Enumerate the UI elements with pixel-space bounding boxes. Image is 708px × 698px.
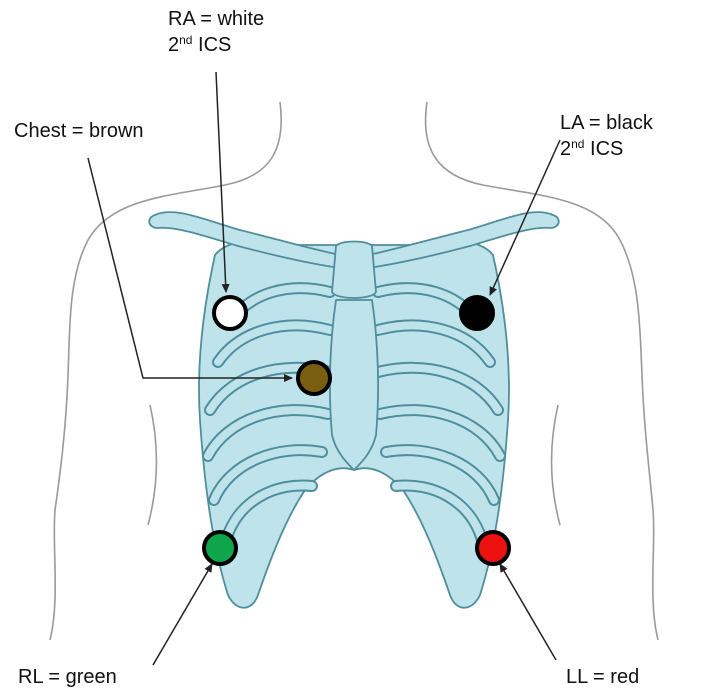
ll-electrode xyxy=(477,532,509,564)
chest-label: Chest = brown xyxy=(14,118,144,144)
sternum xyxy=(330,242,378,471)
ll-label: LL = red xyxy=(566,664,639,690)
ra-label-line2: 2nd ICS xyxy=(168,32,264,58)
chest-electrode xyxy=(298,362,330,394)
ra-ics-suffix: nd xyxy=(179,33,192,47)
la-electrode xyxy=(461,297,493,329)
rl-label-text: RL = green xyxy=(18,666,117,688)
la-label-line1: LA = black xyxy=(560,112,653,134)
ra-label-line1: RA = white xyxy=(168,8,264,30)
ra-label: RA = white 2nd ICS xyxy=(168,6,264,58)
ll-label-text: LL = red xyxy=(566,666,639,688)
ll-arrow xyxy=(500,564,556,660)
rl-arrow xyxy=(153,564,212,665)
ra-ics-text: ICS xyxy=(192,34,231,56)
rl-label: RL = green xyxy=(18,664,117,690)
ra-electrode xyxy=(214,297,246,329)
chest-label-text: Chest = brown xyxy=(14,120,144,142)
rl-electrode xyxy=(204,532,236,564)
la-label: LA = black 2nd ICS xyxy=(560,110,653,162)
la-ics-number: 2 xyxy=(560,138,571,160)
la-ics-suffix: nd xyxy=(571,137,584,151)
la-label-line2: 2nd ICS xyxy=(560,136,653,162)
la-ics-text: ICS xyxy=(584,138,623,160)
ra-ics-number: 2 xyxy=(168,34,179,56)
